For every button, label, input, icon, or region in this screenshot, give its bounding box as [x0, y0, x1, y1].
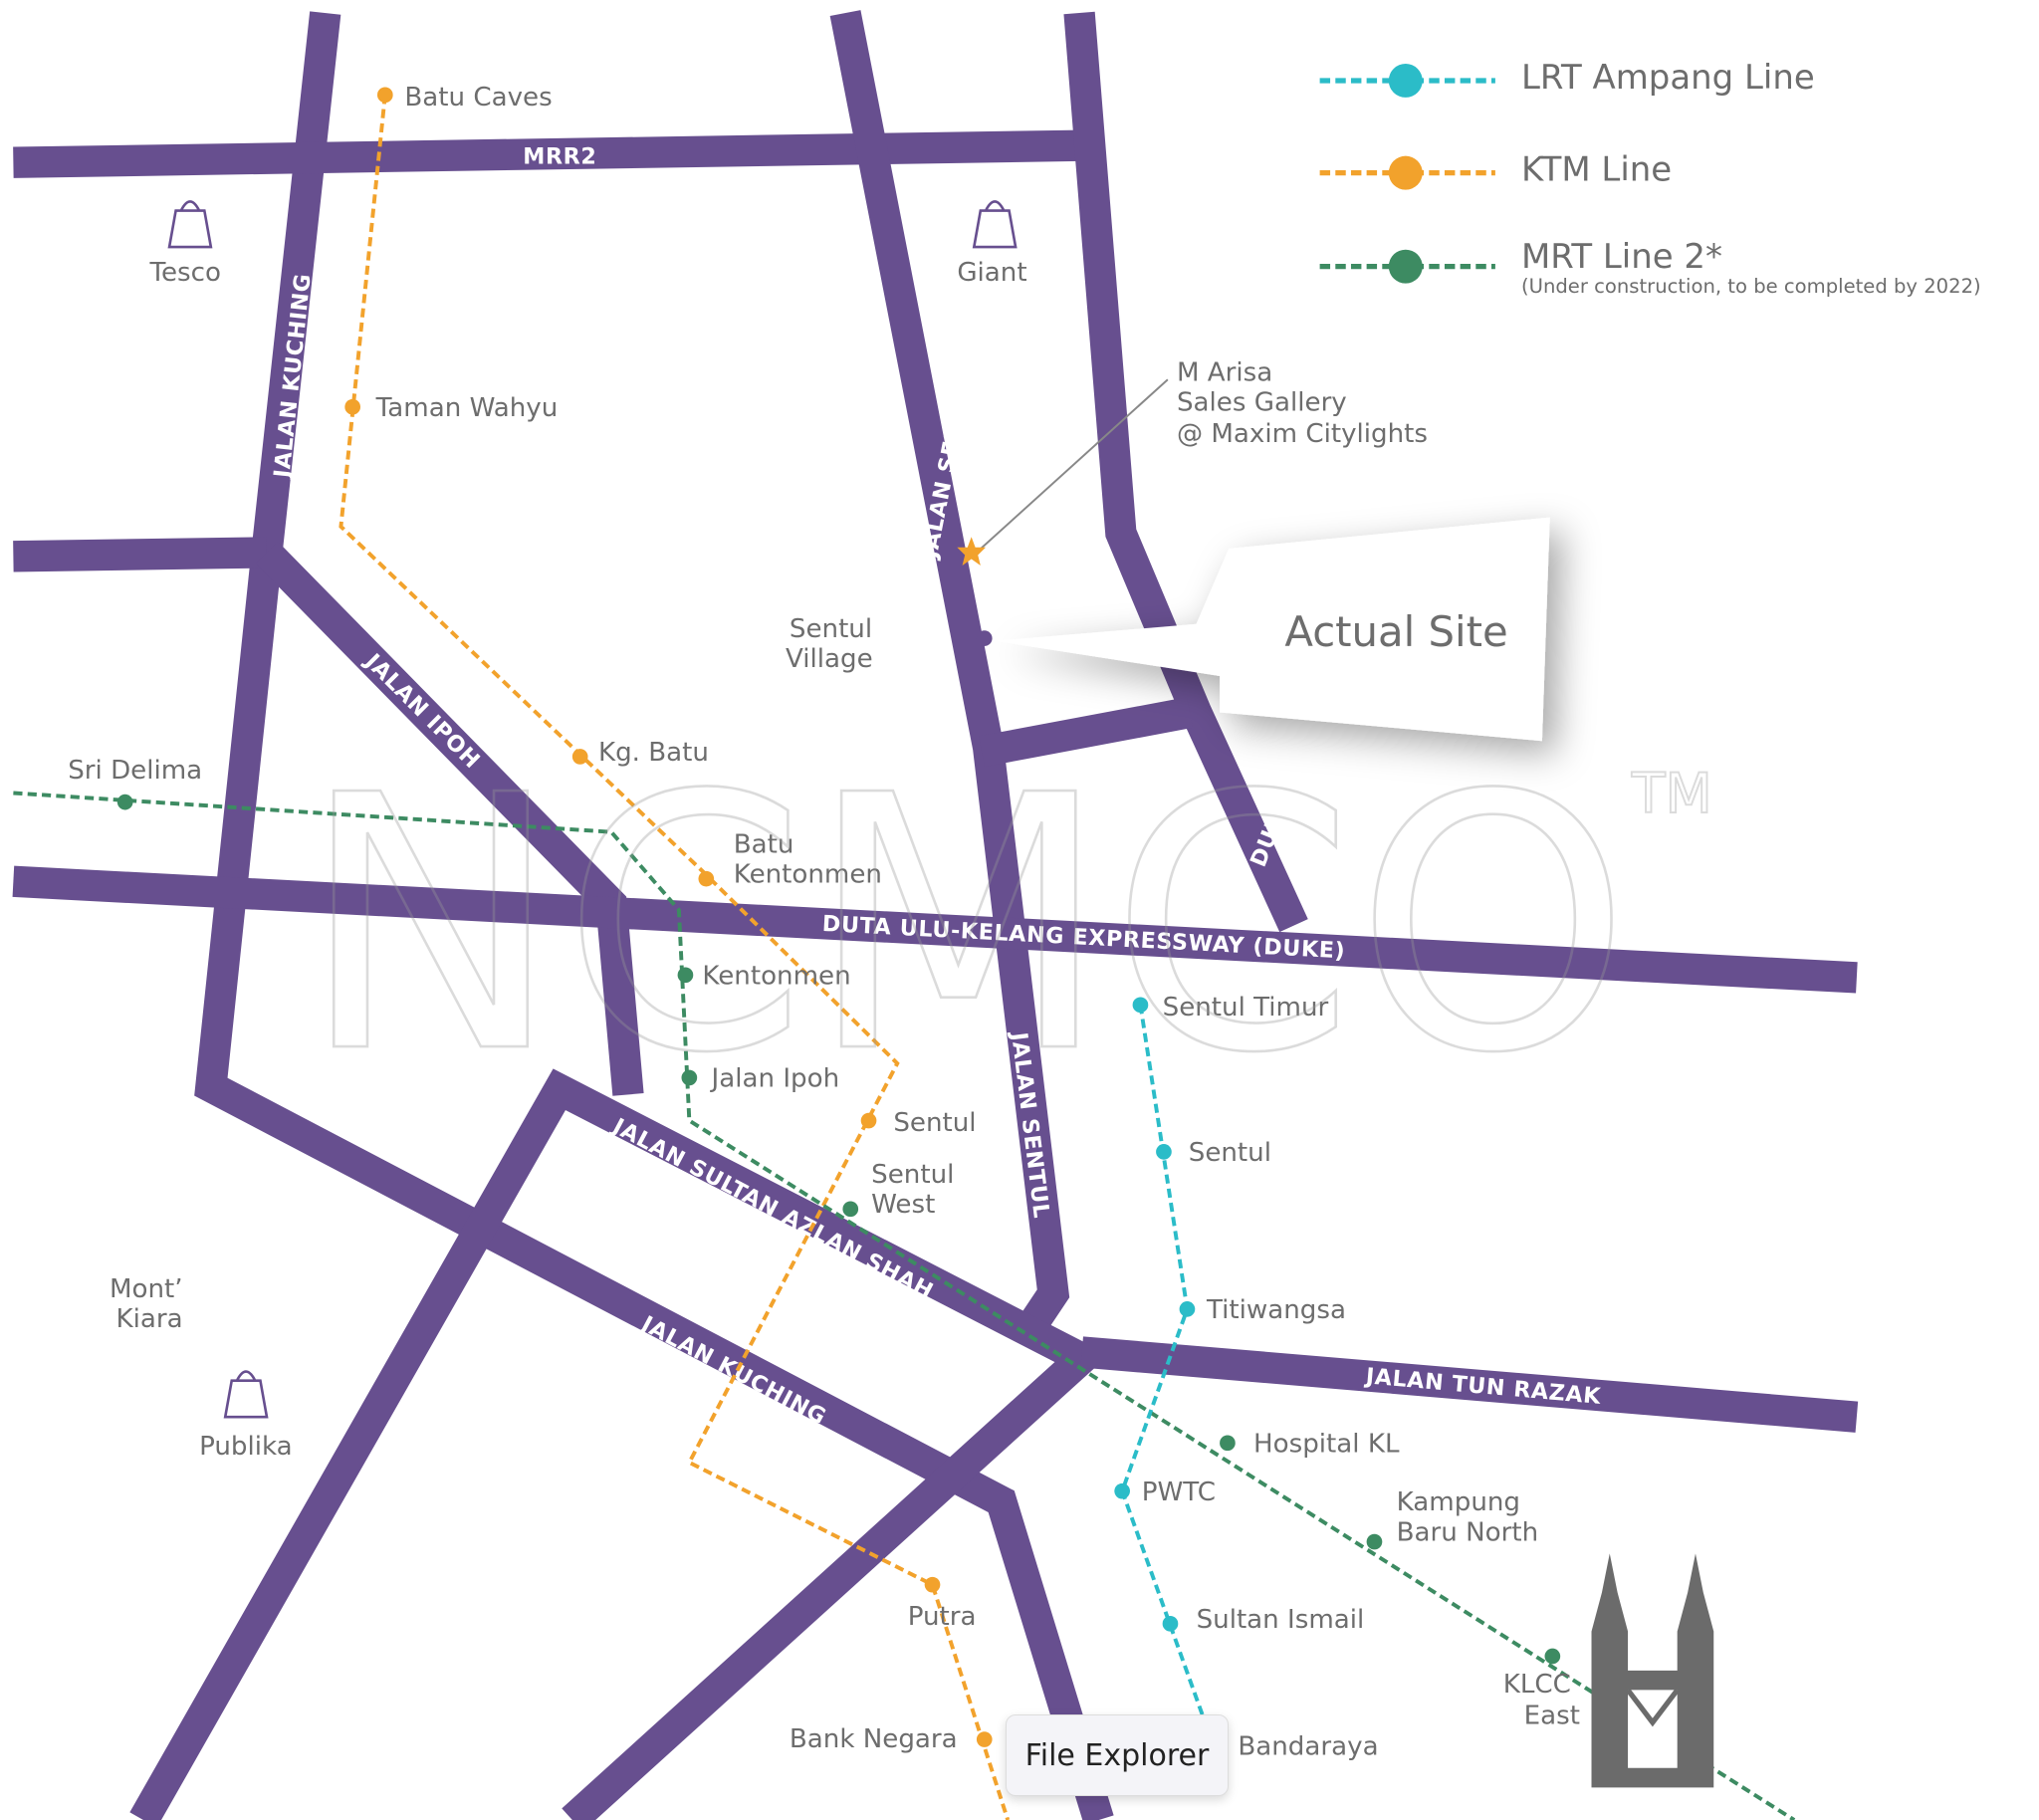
road-duke-expressway	[12, 865, 1858, 994]
road-west-link	[13, 537, 268, 572]
station-label: Kg. Batu	[598, 738, 709, 768]
station-label: Batu	[734, 830, 794, 860]
station-label: Kentonmen	[734, 860, 882, 890]
station-label: PWTC	[1142, 1478, 1216, 1507]
road-jalan-tun-razak	[1080, 1336, 1859, 1433]
legend-item-ktm: KTM Line	[1319, 149, 1672, 190]
station-label: Jalan Ipoh	[710, 1064, 840, 1094]
shopping-bag-icon	[223, 1370, 269, 1419]
actual-site-callout: Actual Site	[976, 517, 1550, 742]
sales-gallery: M Arisa Sales Gallery @ Maxim Citylights	[957, 358, 1428, 566]
place-label-mont-kiara: Mont’	[110, 1274, 183, 1304]
station-label: West	[871, 1190, 935, 1220]
petronas-towers-icon	[1591, 1553, 1714, 1788]
trademark-text: TM	[1631, 762, 1712, 825]
gallery-label: M Arisa	[1177, 358, 1272, 388]
station-label: Bandaraya	[1238, 1732, 1378, 1762]
shopping-bag-icon	[972, 200, 1018, 249]
legend-label: MRT Line 2*	[1521, 237, 1722, 277]
road-jalan-kuching	[194, 11, 1114, 1820]
legend-note: (Under construction, to be completed by …	[1521, 275, 1981, 298]
station-label: Taman Wahyu	[375, 393, 559, 423]
actual-site-label: Actual Site	[1284, 607, 1507, 656]
legend-item-mrt: MRT Line 2* (Under construction, to be c…	[1319, 237, 1981, 298]
station-label: East	[1524, 1701, 1580, 1730]
place-label-tesco: Tesco	[148, 258, 221, 288]
road-mrr2	[13, 129, 1080, 178]
road-jalan-sentul-pasar	[829, 10, 1070, 1342]
mrt-line	[13, 791, 1796, 1820]
place-label-sentul-village: Village	[786, 644, 873, 674]
station-label: Sentul	[871, 1160, 954, 1190]
station-label: Putra	[908, 1602, 977, 1632]
road-duke-link	[1063, 11, 1308, 933]
station-label: Sentul	[1189, 1138, 1271, 1168]
place-label-mont-kiara: Kiara	[116, 1304, 183, 1334]
site-marker	[976, 630, 993, 646]
station-label: Batu Caves	[404, 83, 552, 113]
ktm-line	[339, 87, 1011, 1820]
station-label: Hospital KL	[1253, 1429, 1400, 1459]
lrt-line	[1114, 997, 1205, 1717]
legend: LRT Ampang Line KTM Line MRT Line 2* (Un…	[1319, 58, 1981, 298]
road-sentul-connector	[979, 697, 1193, 768]
watermark: NCMCO TM	[298, 721, 1712, 1132]
station-label: Titiwangsa	[1206, 1295, 1346, 1325]
place-label-publika: Publika	[199, 1432, 293, 1462]
watermark-text: NCMCO	[300, 722, 1632, 1130]
gallery-label: Sales Gallery	[1177, 388, 1347, 418]
station-label: Sultan Ismail	[1197, 1605, 1365, 1635]
legend-label: KTM Line	[1521, 149, 1672, 189]
road-sultan-azlan-shah	[129, 1068, 1109, 1820]
file-explorer-tooltip: File Explorer	[1006, 1714, 1229, 1796]
station-label: KLCC	[1503, 1670, 1571, 1700]
station-label: Sri Delima	[68, 756, 202, 786]
place-label-giant: Giant	[957, 258, 1026, 288]
legend-label: LRT Ampang Line	[1521, 58, 1815, 98]
station-label: Bank Negara	[790, 1724, 958, 1754]
place-label-sentul-village: Sentul	[790, 614, 872, 644]
roads	[12, 10, 1859, 1820]
road-label-jalan-kuching-south: JALAN KUCHING	[635, 1310, 830, 1431]
star-icon	[957, 537, 987, 566]
gallery-label: @ Maxim Citylights	[1177, 419, 1428, 449]
station-label: Kampung	[1397, 1487, 1520, 1517]
shopping-bag-icon	[167, 200, 213, 249]
places: Tesco Giant Publika Mont’ Kiara Sentul V…	[110, 200, 1027, 1462]
station-labels: Batu Caves Taman Wahyu Kg. Batu Batu Ken…	[68, 83, 1580, 1762]
station-label: Kentonmen	[702, 961, 850, 991]
station-label: Sentul	[893, 1108, 976, 1138]
legend-item-lrt: LRT Ampang Line	[1319, 58, 1815, 98]
road-label-mrr2: MRR2	[523, 144, 596, 170]
station-label: Baru North	[1397, 1517, 1539, 1547]
station-label: Sentul Timur	[1163, 993, 1329, 1023]
